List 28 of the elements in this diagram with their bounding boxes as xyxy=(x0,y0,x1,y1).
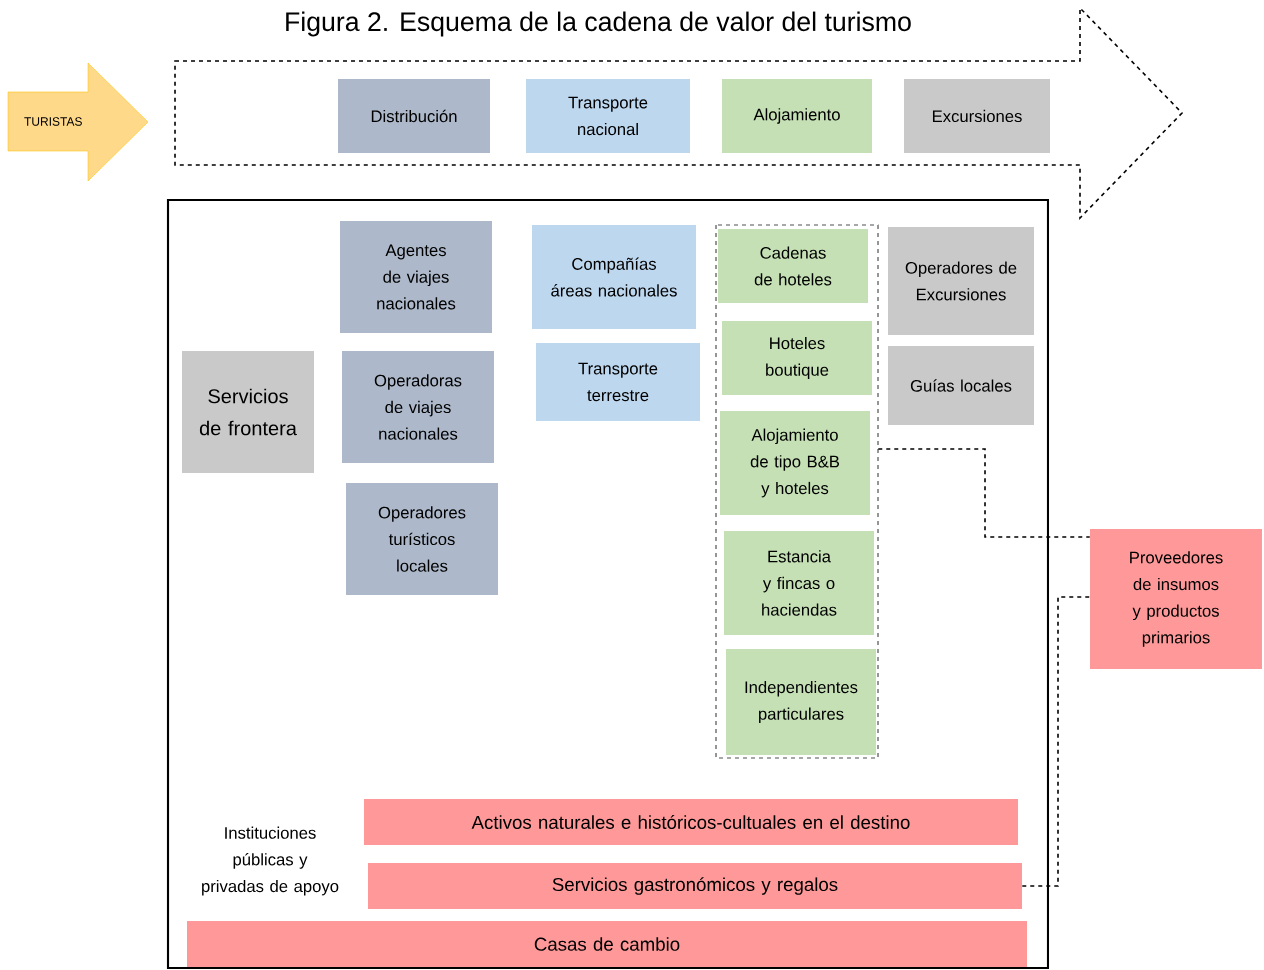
stage-box: Alojamiento xyxy=(722,79,872,153)
connector-line xyxy=(1021,596,1091,887)
connector-line xyxy=(877,448,1091,538)
service-box: Hoteles boutique xyxy=(722,321,872,395)
service-box: Compañías áreas nacionales xyxy=(532,225,696,329)
service-box: Operadoras de viajes nacionales xyxy=(342,351,494,463)
service-box: Operadores turísticos locales xyxy=(346,483,498,595)
service-box: Agentes de viajes nacionales xyxy=(340,221,492,333)
stage-box: Excursiones xyxy=(904,79,1050,153)
supplier-box: Proveedores de insumos y productos primarios xyxy=(1090,529,1262,669)
service-box: Independientes particulares xyxy=(726,649,876,755)
service-box: Operadores de Excursiones xyxy=(888,227,1034,335)
service-box: Estancia y fincas o haciendas xyxy=(724,531,874,635)
service-box: Cadenas de hoteles xyxy=(718,229,868,303)
title: Figura 2. Esquema de la cadena de valor del turismo xyxy=(286,11,911,37)
service-box: Alojamiento de tipo B&B y hoteles xyxy=(720,411,870,515)
service-box: Transporte terrestre xyxy=(536,343,700,421)
stage-box: Distribución xyxy=(338,79,490,153)
dashed-arrow xyxy=(174,6,1184,220)
band-box: Casas de cambio xyxy=(187,921,1027,967)
group-box xyxy=(715,224,879,759)
stage-box: Transporte nacional xyxy=(526,79,690,153)
side-label: Instituciones públicas y privadas de apoyo xyxy=(202,826,339,896)
band-box: Servicios gastronómicos y regalos xyxy=(368,863,1022,909)
band-box: Activos naturales e históricos-cultuales en el destino xyxy=(364,799,1018,845)
service-box: Servicios de frontera xyxy=(182,351,314,473)
service-box: Guías locales xyxy=(888,346,1034,425)
frame-box xyxy=(166,198,1050,970)
